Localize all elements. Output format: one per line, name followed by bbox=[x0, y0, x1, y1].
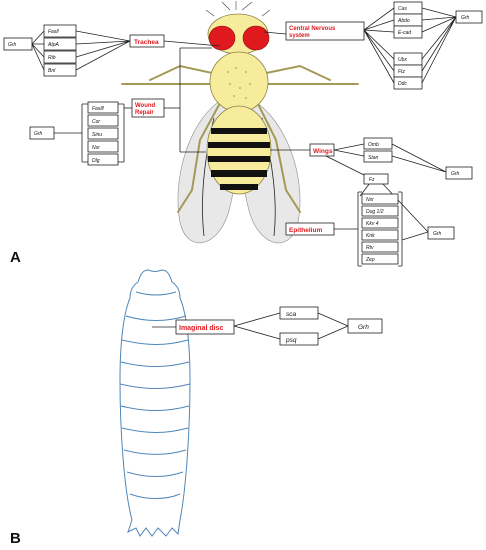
trachea-gene-1: Fasll bbox=[48, 29, 59, 35]
panel-b-connectors bbox=[152, 312, 349, 340]
imaginal-gene-2: psq bbox=[285, 337, 297, 344]
panel-b-label: B bbox=[10, 530, 21, 547]
cns-gene-6: Ddc bbox=[398, 81, 407, 87]
wound-gene-5: Dlg bbox=[92, 158, 100, 164]
epithelium-gene-6: Zep bbox=[365, 257, 375, 263]
cns-gene-5: Ftz bbox=[398, 69, 405, 75]
wound-repair-group: Grh Faslll Cor Sinu Nsr Dlg Wound Repair bbox=[29, 98, 165, 166]
wings-label: Wings bbox=[313, 148, 333, 155]
trachea-gene-2: AtpA bbox=[47, 42, 60, 48]
imaginal-disc-label: Imaginal disc bbox=[179, 325, 223, 332]
fly-legs bbox=[121, 64, 359, 213]
epithelium-label: Epithelium bbox=[289, 227, 322, 234]
left-eye bbox=[208, 25, 236, 51]
epithelium-gene-1: Nsr bbox=[366, 197, 374, 203]
epithelium-hub: Fz bbox=[369, 177, 375, 183]
fly-abdomen bbox=[206, 105, 272, 195]
panel-a-label: A bbox=[10, 249, 21, 266]
epithelium-gene-4: Knk bbox=[366, 233, 375, 239]
epithelium-gene-5: Rtv bbox=[366, 245, 374, 251]
cns-gene-4: Ubx bbox=[398, 57, 407, 63]
cns-label-line1: Central Nervous bbox=[289, 26, 336, 32]
epithelium-gene-3: Kkv 4 bbox=[366, 221, 379, 227]
cns-gene-2: Abdo bbox=[397, 18, 410, 24]
right-eye bbox=[242, 25, 270, 51]
wound-gene-3: Sinu bbox=[92, 132, 102, 138]
cns-gene-3: E-cad bbox=[398, 30, 411, 36]
fly-thorax bbox=[209, 51, 269, 113]
wings-regulator: Grh bbox=[451, 171, 460, 177]
imaginal-regulator: Grh bbox=[358, 324, 369, 331]
fly-illustration bbox=[121, 1, 359, 244]
trachea-gene-4: Bnl bbox=[48, 68, 56, 74]
wound-gene-4: Nsr bbox=[92, 145, 100, 151]
wound-regulator: Grh bbox=[34, 131, 43, 137]
cns-group: Central Nervous system Cas Abdo E-cad Ub… bbox=[285, 1, 483, 90]
wound-label-line2: Repair bbox=[135, 110, 154, 116]
imaginal-disc-group: Imaginal disc sca psq Grh bbox=[175, 306, 383, 346]
trachea-group: Grh Fasll AtpA Rib Bnl Trachea bbox=[3, 24, 165, 77]
abdomen-stripes bbox=[208, 128, 270, 190]
imaginal-gene-1: sca bbox=[286, 311, 297, 318]
cns-label-line2: system bbox=[289, 33, 310, 39]
wings-group: Wings Omb Stan Grh bbox=[309, 137, 473, 180]
cns-gene-1: Cas bbox=[398, 6, 407, 12]
cns-regulator: Grh bbox=[461, 15, 470, 21]
trachea-gene-3: Rib bbox=[48, 55, 56, 61]
trachea-label: Trachea bbox=[134, 39, 159, 46]
wound-gene-1: Faslll bbox=[92, 106, 105, 112]
epithelium-gene-2: Dug 1/2 bbox=[366, 209, 384, 215]
wound-label-line1: Wound bbox=[135, 103, 156, 109]
wings-gene-1: Omb bbox=[368, 142, 379, 148]
epithelium-group: Fz Nsr Dug 1/2 Kkv 4 Knk Rtv Zep Epithel… bbox=[285, 173, 455, 265]
wings-gene-2: Stan bbox=[368, 155, 379, 161]
panel-a-connectors bbox=[31, 7, 457, 267]
epithelium-regulator: Grh bbox=[433, 231, 442, 237]
larva-illustration bbox=[119, 269, 191, 537]
trachea-regulator: Grh bbox=[8, 42, 17, 48]
wound-gene-2: Cor bbox=[92, 119, 100, 125]
